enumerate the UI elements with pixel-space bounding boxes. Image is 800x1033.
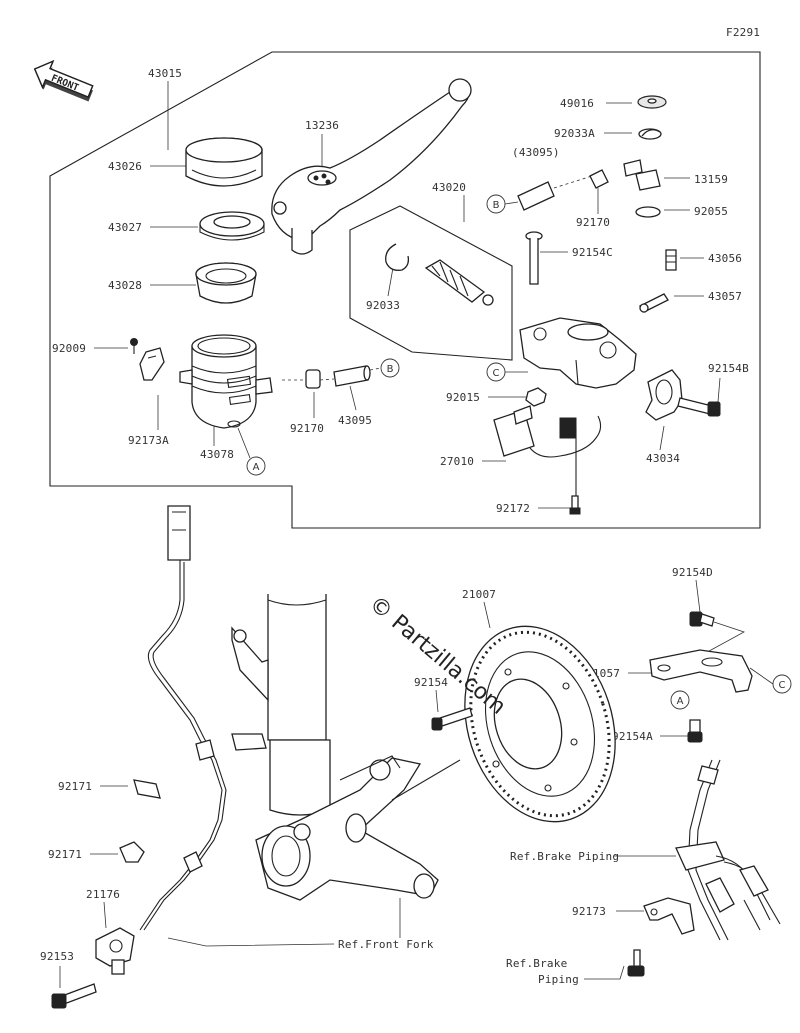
washer-49016-drawing <box>637 95 667 109</box>
ref-brake-piping-2-line1: Ref.Brake <box>506 957 567 970</box>
callout-b-left: B <box>380 358 400 378</box>
screw-92172-drawing <box>569 495 581 515</box>
front-direction-badge: FRONT <box>33 59 94 102</box>
bleeder-valve-drawing <box>665 249 677 271</box>
label-13159: 13159 <box>694 173 728 186</box>
label-49016: 49016 <box>560 97 594 110</box>
label-43034: 43034 <box>646 452 680 465</box>
label-43078: 43078 <box>200 448 234 461</box>
svg-text:B: B <box>387 364 394 375</box>
label-13236: 13236 <box>305 119 339 132</box>
abs-rotor-disc-drawing <box>464 625 616 823</box>
label-43095-b: (43095) <box>512 146 560 159</box>
label-21176: 21176 <box>86 888 120 901</box>
label-92009: 92009 <box>52 342 86 355</box>
diaphragm-drawing <box>195 262 257 304</box>
nut-92015-drawing <box>525 387 547 407</box>
label-92154A: 92154A <box>612 730 653 743</box>
bolt-92154-drawing <box>431 707 473 731</box>
clamp-92171-b-drawing <box>119 841 145 863</box>
ref-front-fork: Ref.Front Fork <box>338 938 434 951</box>
svg-text:A: A <box>677 696 684 707</box>
handlebar-clamp-drawing <box>645 369 683 421</box>
hose-clamp-92173A-drawing <box>139 347 165 381</box>
label-92170-a: 92170 <box>290 422 324 435</box>
bolt-92154A-drawing <box>687 719 703 743</box>
callout-a-bracket: A <box>670 690 690 710</box>
callout-b-top: B <box>486 194 506 214</box>
label-43026: 43026 <box>108 160 142 173</box>
bolt-92154D-drawing <box>689 611 745 657</box>
abs-sensor-drawing <box>95 927 135 975</box>
label-92170-b: 92170 <box>576 216 610 229</box>
brake-piping-drawing <box>675 759 781 941</box>
clamp-92171-a-drawing <box>133 779 161 799</box>
label-43028: 43028 <box>108 279 142 292</box>
bleeder-cap-drawing <box>639 293 669 313</box>
brake-light-switch-drawing <box>493 405 602 500</box>
bolt-92153-drawing <box>51 983 97 1009</box>
circlip-92033A-drawing <box>638 128 662 140</box>
piston-kit-subassembly-boundary <box>349 205 513 361</box>
label-92154B: 92154B <box>708 362 749 375</box>
reservoir-hose-top-drawing <box>517 169 609 211</box>
label-92171-a: 92171 <box>58 780 92 793</box>
label-43027: 43027 <box>108 221 142 234</box>
reservoir-cap-drawing <box>185 137 263 187</box>
diaphragm-plate-drawing <box>199 211 265 241</box>
label-92171-b: 92171 <box>48 848 82 861</box>
label-43095-a: 43095 <box>338 414 372 427</box>
label-92015: 92015 <box>446 391 480 404</box>
screw-bottom-right-drawing <box>627 949 645 977</box>
label-92153: 92153 <box>40 950 74 963</box>
ref-brake-piping-1: Ref.Brake Piping <box>510 850 619 863</box>
master-cylinder-assembly-boundary <box>49 51 761 529</box>
reservoir-hose-left-drawing <box>319 365 382 387</box>
label-43057: 43057 <box>708 290 742 303</box>
screw-92009-drawing <box>130 338 138 354</box>
callout-a-tank: A <box>246 456 266 476</box>
label-43020: 43020 <box>432 181 466 194</box>
svg-text:B: B <box>493 200 500 211</box>
label-43015: 43015 <box>148 67 182 80</box>
label-27010: 27010 <box>440 455 474 468</box>
hose-clamp-92173-drawing <box>643 897 695 935</box>
front-fork-leg-drawing <box>231 594 461 901</box>
label-92154C: 92154C <box>572 246 613 259</box>
svg-text:A: A <box>253 462 260 473</box>
caliper-bracket-drawing <box>649 649 753 693</box>
callout-c-bracket: C <box>772 674 792 694</box>
label-92055: 92055 <box>694 205 728 218</box>
circlip-92033-drawing <box>385 243 410 271</box>
brake-lever-drawing <box>271 78 472 255</box>
figure-code: F2291 <box>726 26 760 39</box>
pin-92154C-drawing <box>525 231 543 285</box>
bolt-92154B-drawing <box>677 397 721 417</box>
label-21007: 21007 <box>462 588 496 601</box>
label-92172: 92172 <box>496 502 530 515</box>
label-92033: 92033 <box>366 299 400 312</box>
label-92033A: 92033A <box>554 127 595 140</box>
label-92173A: 92173A <box>128 434 169 447</box>
hose-clip-left-drawing <box>282 369 321 389</box>
label-92173: 92173 <box>572 905 606 918</box>
reservoir-tank-drawing <box>179 334 273 429</box>
ref-brake-piping-2-line2: Piping <box>538 973 579 986</box>
master-cylinder-body-drawing <box>519 317 637 389</box>
label-43056: 43056 <box>708 252 742 265</box>
hose-joint-13159-drawing <box>623 159 661 191</box>
piston-kit-drawing <box>424 259 494 306</box>
abs-sensor-wire-drawing <box>139 505 227 931</box>
oring-92055-drawing <box>635 206 661 218</box>
label-92154: 92154 <box>414 676 448 689</box>
svg-text:C: C <box>779 680 786 691</box>
callout-c-body: C <box>486 362 506 382</box>
svg-text:C: C <box>493 368 500 379</box>
label-92154D: 92154D <box>672 566 713 579</box>
